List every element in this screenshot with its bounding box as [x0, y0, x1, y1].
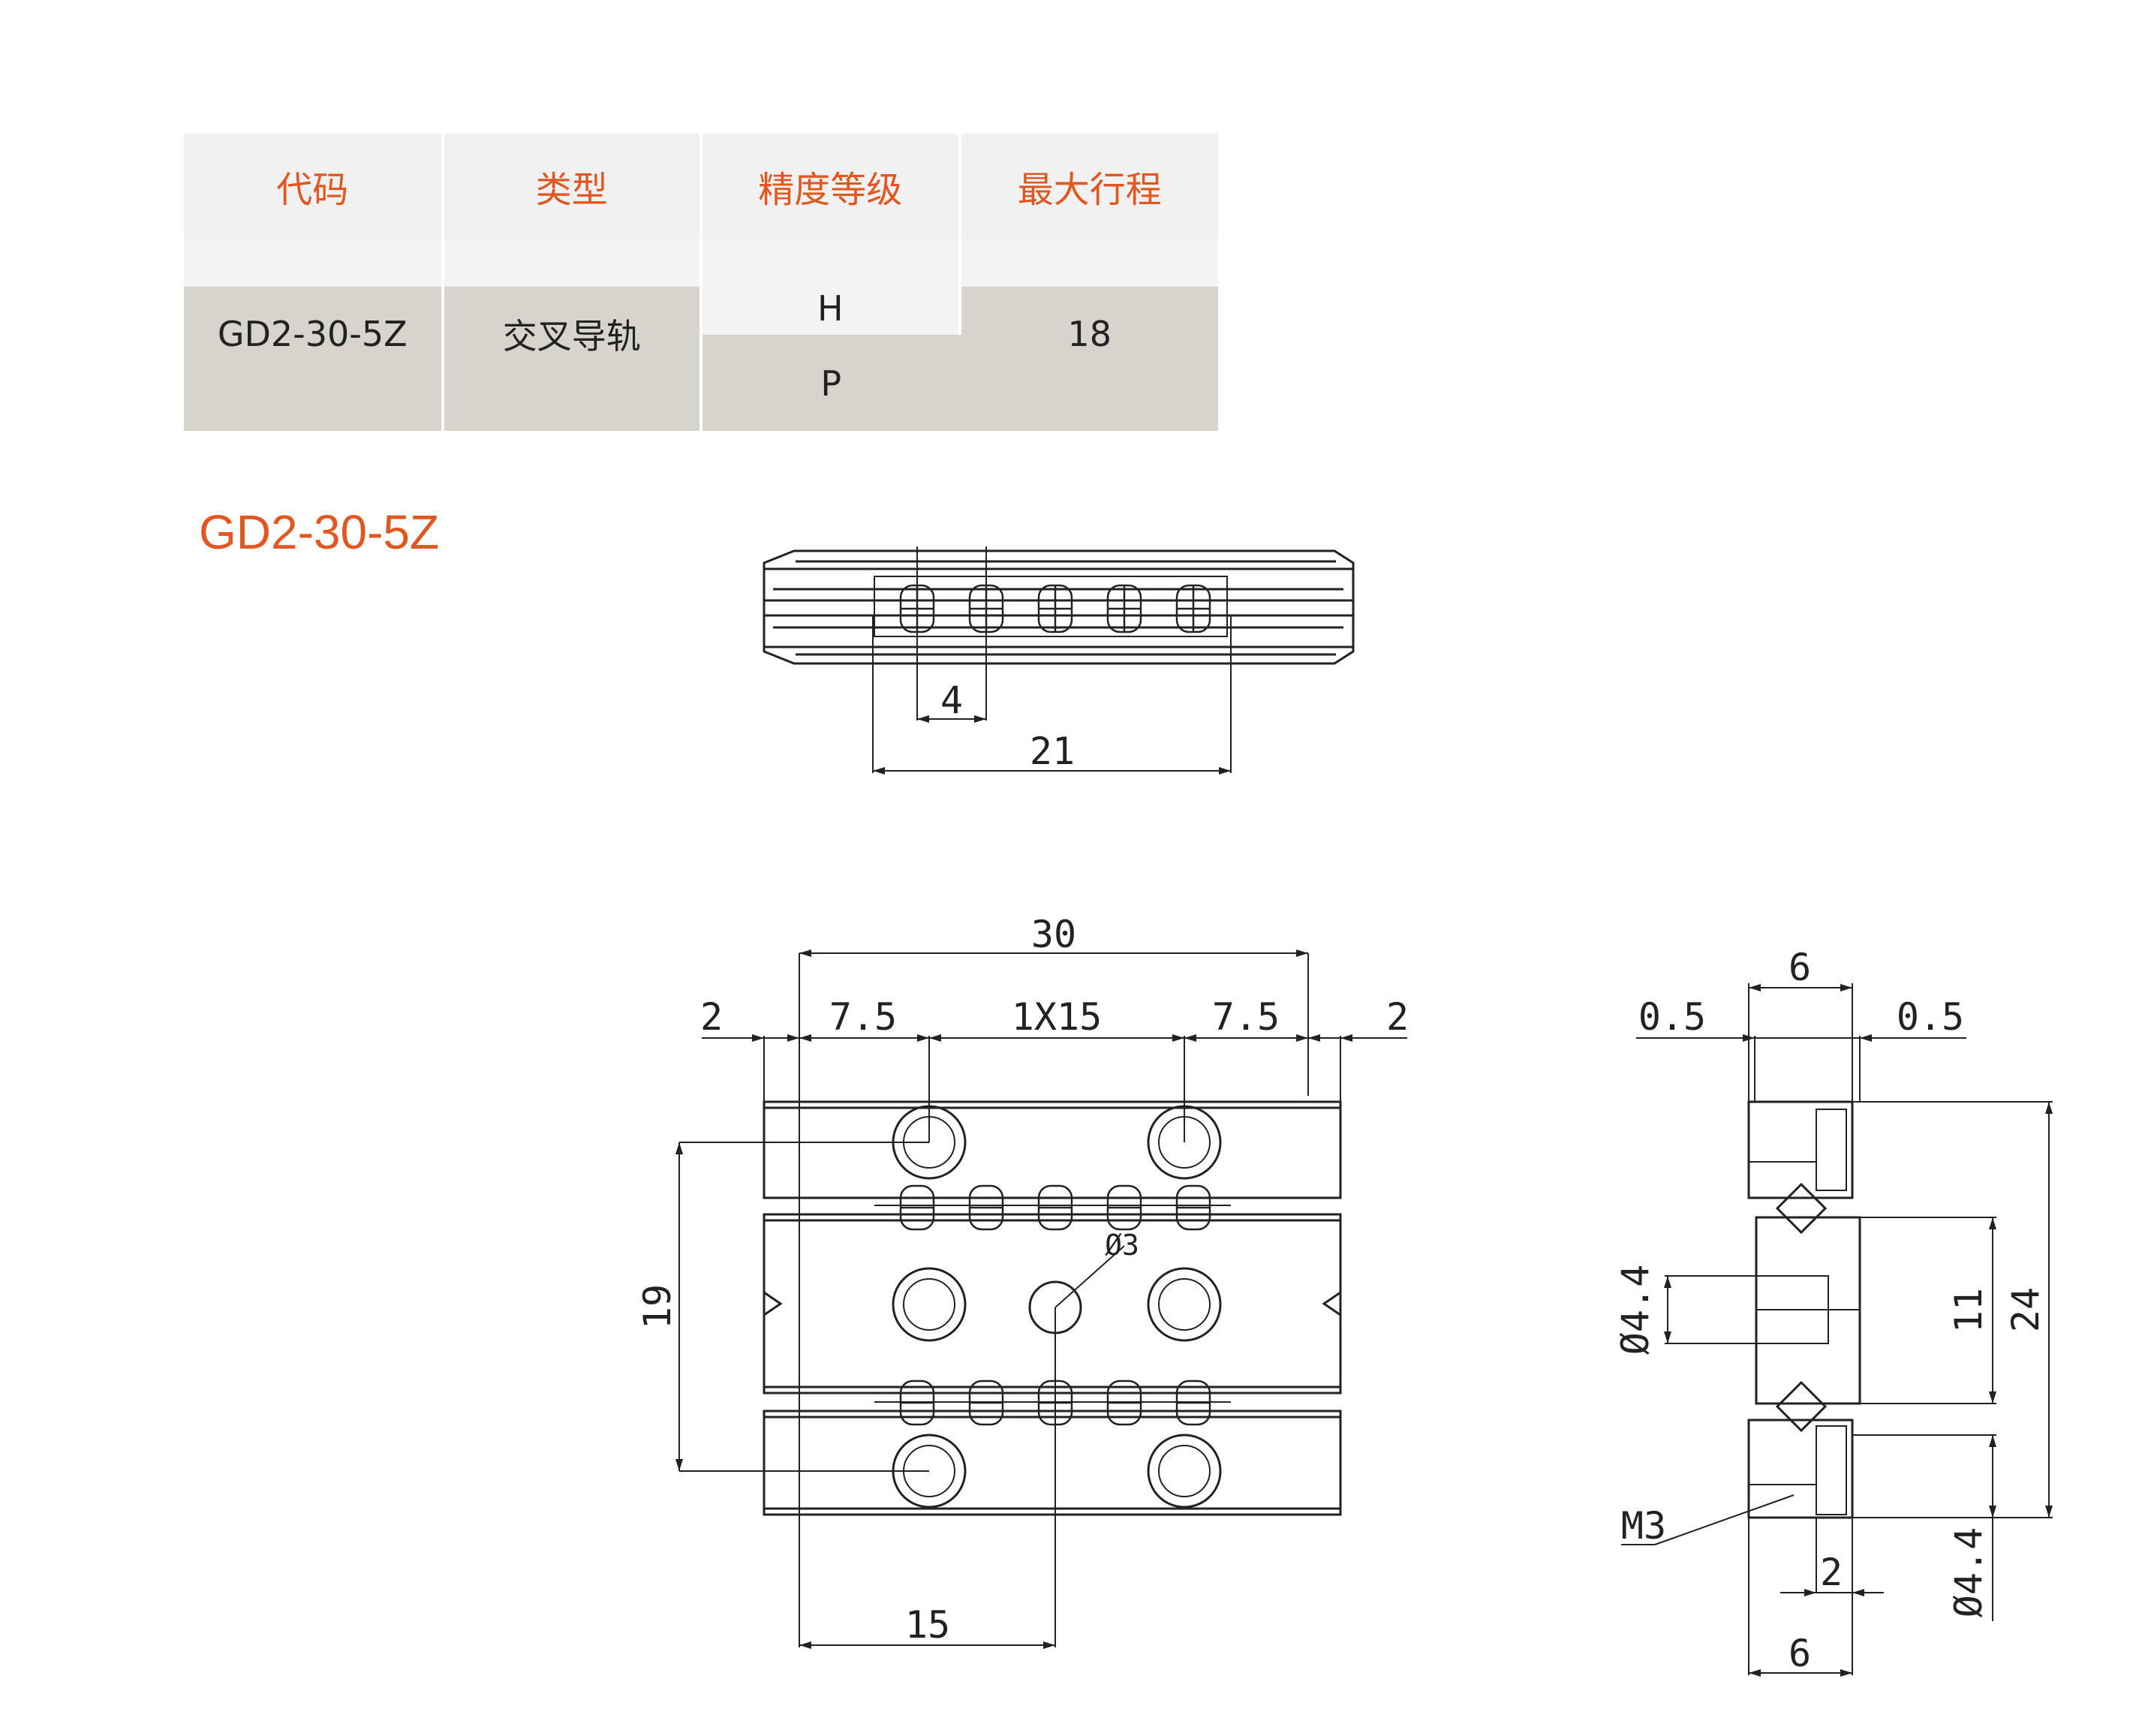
table-row: P [184, 335, 1218, 431]
side-rail-bottom [1747, 1419, 1854, 1519]
dim-d4-4-left: Ø4.4 [1614, 1265, 1657, 1355]
precision-p: P [820, 363, 842, 404]
roller-diamond-bottom [1775, 1380, 1828, 1433]
dim-7-5-right: 7.5 [1212, 995, 1280, 1039]
top-view-rollers [899, 584, 1211, 633]
model-title: GD2-30-5Z [199, 505, 440, 559]
spec-table: 代码 类型 精度等级 最大行程 H GD2-30-5Z 交叉导轨 18 [184, 134, 1218, 431]
table-row: GD2-30-5Z 交叉导轨 18 [184, 287, 1218, 381]
precision-h: H [817, 288, 844, 329]
rail-top [763, 1100, 1342, 1199]
dim-6-top: 6 [1789, 946, 1811, 989]
label-m3: M3 [1621, 1504, 1666, 1548]
dim-2-side: 2 [1820, 1551, 1843, 1594]
rail-bottom [763, 1410, 1342, 1516]
dim-2-right: 2 [1386, 995, 1409, 1039]
roller-diamond-top [1775, 1182, 1828, 1235]
dim-d4-4-right: Ø4.4 [1947, 1527, 1990, 1617]
dim-30: 30 [1031, 913, 1076, 956]
dim-1x15: 1X15 [1012, 995, 1102, 1039]
dim-11: 11 [1947, 1288, 1990, 1333]
header-code: 代码 [184, 134, 444, 239]
header-max-stroke: 最大行程 [959, 134, 1218, 239]
dim-0-5-left: 0.5 [1638, 995, 1706, 1039]
top-view-outline [763, 549, 1355, 665]
dim-4: 4 [940, 678, 963, 722]
dim-0-5-right: 0.5 [1897, 995, 1964, 1039]
dim-21: 21 [1030, 730, 1075, 773]
table-header-row: 代码 类型 精度等级 最大行程 [184, 134, 1218, 239]
dim-6-bottom: 6 [1789, 1632, 1811, 1675]
rail-middle [763, 1213, 1342, 1395]
table-row [184, 381, 1218, 431]
side-rail-top [1747, 1100, 1854, 1199]
dim-24: 24 [2004, 1287, 2047, 1332]
dim-7-5-left: 7.5 [829, 995, 897, 1039]
product-code: GD2-30-5Z [217, 314, 408, 354]
header-precision: 精度等级 [701, 134, 961, 239]
dim-2-left: 2 [700, 995, 723, 1039]
table-row: H [184, 239, 1218, 335]
dim-19: 19 [636, 1284, 679, 1329]
front-view-rollers [899, 1184, 1211, 1426]
header-type: 类型 [442, 134, 702, 239]
max-stroke-value: 18 [1067, 314, 1112, 354]
side-view [1621, 983, 2053, 1677]
front-view [675, 949, 1407, 1649]
top-view [763, 546, 1355, 775]
dim-15: 15 [905, 1603, 950, 1647]
product-type: 交叉导轨 [502, 316, 641, 357]
dim-d3: Ø3 [1105, 1229, 1139, 1262]
